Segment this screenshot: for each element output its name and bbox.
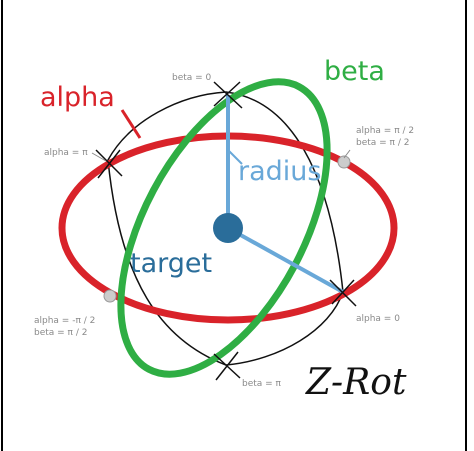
target-label: target [130, 248, 212, 279]
radius-label-leader [227, 149, 243, 165]
alpha-label: alpha [40, 82, 115, 113]
alpha-pi2-label-line1: alpha = π / 2 [356, 126, 414, 136]
x-mark-alpha-0 [329, 279, 357, 307]
target-dot [213, 213, 243, 243]
alpha-pi-leader [91, 152, 107, 162]
alpha-neg-pi2-label-line2: beta = π / 2 [34, 328, 87, 338]
x-mark-beta-0 [213, 81, 243, 109]
radius-line-right [227, 226, 344, 294]
beta-pi-label: beta = π [242, 379, 282, 389]
radius-label: radius [238, 156, 321, 187]
marker-alpha-neg-pi2 [103, 289, 117, 303]
alpha-neg-pi2-label-line1: alpha = -π / 2 [34, 316, 95, 326]
beta-0-label: beta = 0 [172, 73, 212, 83]
alpha-pi2-label-line2: beta = π / 2 [356, 138, 409, 148]
x-mark-beta-pi [213, 351, 241, 381]
alpha-pi2-leader [343, 149, 351, 159]
x-mark-alpha-pi [95, 149, 123, 179]
alpha-0-label: alpha = 0 [356, 314, 400, 324]
beta-label: beta [324, 56, 385, 87]
alpha-label-leader [120, 109, 142, 139]
z-rot-handwriting: Z-Rot [305, 362, 407, 403]
marker-alpha-pi2 [337, 155, 351, 169]
alpha-pi-label: alpha = π [44, 148, 88, 158]
